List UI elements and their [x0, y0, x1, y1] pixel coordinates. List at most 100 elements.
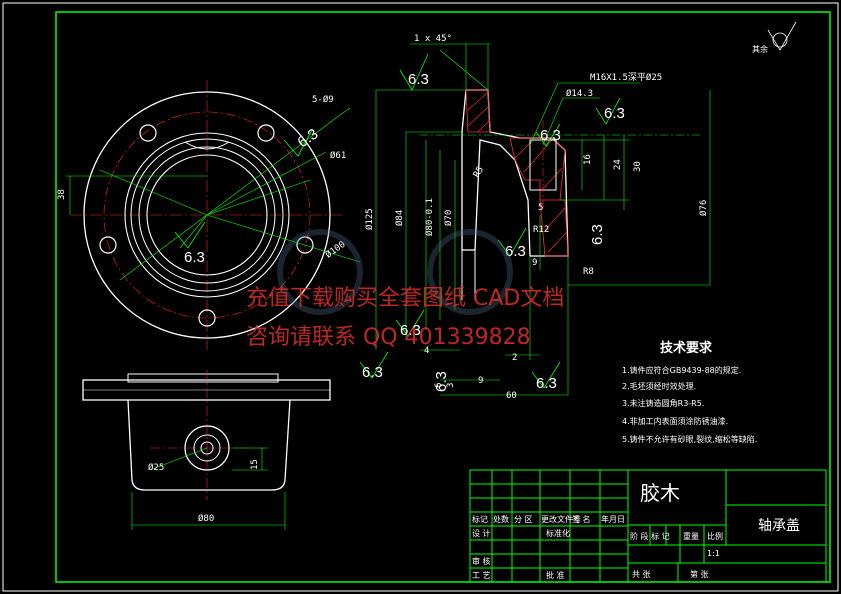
- tech-item-3: 3.未注铸造圆角R3-R5.: [622, 398, 704, 408]
- bolt-hole-3: [99, 236, 117, 254]
- top-boss-profile: [127, 373, 279, 383]
- bolt-hole-5: [198, 309, 216, 327]
- l3-dim: 3: [446, 383, 456, 388]
- tech-item-5: 5.铸件不允许有砂眼,裂纹,缩松等缺陷.: [622, 434, 757, 444]
- tb-total: 共 张: [632, 570, 651, 579]
- roughness-section-2: 6.3: [595, 97, 625, 125]
- roughness-section-8: 6.3: [395, 309, 425, 339]
- tb-review: 审 核: [472, 556, 491, 566]
- side-boss-mid: [193, 434, 221, 462]
- tb-h3: 分 区: [514, 515, 533, 524]
- roughness-top-2: 6.3: [174, 221, 206, 266]
- tb-process: 工 艺: [472, 571, 491, 580]
- holes-dim: 5-Ø9: [312, 94, 334, 105]
- flange-outer-circle: [83, 91, 331, 339]
- l60-dim: 60: [506, 391, 517, 401]
- side-boss-inner: [200, 441, 214, 455]
- l16-dim: 16: [583, 154, 593, 165]
- roughness-section-9: 6.3: [433, 371, 450, 392]
- tb-h6: 年月日: [601, 514, 625, 524]
- section-view: 1 x 45° M16X1.5深平Ø25 Ø14.3 Ø125 Ø84 Ø80-…: [359, 21, 797, 401]
- svg-text:6.3: 6.3: [184, 249, 205, 266]
- tb-h5: 签 名: [572, 514, 591, 524]
- tech-requirements: 技术要求 1.铸件应符合GB9439-88的规定. 2.毛坯须经时效处理. 3.…: [622, 340, 757, 444]
- other-roughness: 其余: [752, 21, 797, 54]
- watermark: 充值下载购买全套图纸 CAD文档 咨询请联系 QQ 401339828: [246, 229, 564, 350]
- tech-item-2: 2.毛坯须经时效处理.: [622, 381, 696, 391]
- l24-dim: 24: [613, 159, 623, 170]
- hatch-lines: [467, 91, 568, 253]
- boss-circle-3: [138, 146, 276, 284]
- svg-text:6.3: 6.3: [536, 375, 557, 392]
- tb-h4: 更改文件号: [541, 514, 581, 524]
- roughness-section-5: 6.3: [589, 224, 606, 245]
- d125-dim: Ø125: [364, 208, 375, 230]
- tb-h2: 处数: [493, 514, 509, 524]
- l15-dim: 15: [250, 459, 260, 470]
- roughness-section-3: 6.3: [535, 123, 561, 147]
- l6-dim: 6: [434, 383, 444, 388]
- d76-dim: Ø76: [698, 200, 709, 216]
- d84-dim: Ø84: [394, 210, 405, 226]
- part-name: 轴承盖: [758, 518, 800, 534]
- boss-circle-2: [130, 138, 284, 292]
- chamfer-note: 1 x 45°: [414, 34, 452, 44]
- r5-dim: R5: [472, 165, 486, 179]
- svg-text:6.3: 6.3: [362, 364, 383, 381]
- side-boss-outer: [184, 425, 230, 471]
- boss-outer-circle: [124, 132, 290, 298]
- tech-item-1: 1.铸件应符合GB9439-88的规定.: [622, 365, 741, 375]
- front-view: Ø80 Ø25 15: [82, 370, 331, 530]
- watermark-line-1: 充值下载购买全套图纸 CAD文档: [246, 286, 564, 311]
- bolt-circle: [103, 111, 311, 319]
- tb-sheet: 第 张: [690, 569, 709, 579]
- r12-dim: R12: [533, 225, 549, 235]
- l9-dim-b: 9: [478, 376, 483, 386]
- d80-dim: Ø80: [198, 513, 214, 524]
- r8-dim: R8: [583, 267, 594, 277]
- bolt-hole-1: [139, 124, 157, 142]
- l9-dim-a: 9: [532, 258, 537, 268]
- thread-note: M16X1.5深平Ø25: [590, 72, 662, 83]
- title-block: 胶木 轴承盖 标记 处数 分 区 更改文件号 签 名 年月日 设 计 标准化 审…: [469, 469, 827, 583]
- watermark-line-2: 咨询请联系 QQ 401339828: [246, 325, 531, 350]
- l2-dim: 2: [512, 353, 517, 363]
- tb-h1: 标记: [472, 514, 488, 524]
- front-dims: [131, 447, 286, 530]
- roughness-section-1: 6.3: [399, 53, 429, 91]
- tb-weight: 重量: [683, 531, 699, 541]
- top-view-leaders: [66, 107, 361, 281]
- tb-standard: 标准化: [546, 528, 570, 538]
- tb-scale: 比例: [707, 531, 723, 541]
- roughness-section-4: 6.3: [497, 227, 527, 260]
- d14-dim: Ø14.3: [566, 88, 593, 99]
- svg-text:6.3: 6.3: [604, 105, 625, 122]
- d70-dim: Ø70: [443, 210, 454, 226]
- tb-scale-val: 1:1: [707, 549, 720, 558]
- svg-text:6.3: 6.3: [540, 127, 561, 144]
- body-profile: [127, 399, 291, 491]
- tech-title: 技术要求: [660, 340, 713, 356]
- tb-approve: 批 准: [546, 570, 565, 580]
- svg-text:6.3: 6.3: [408, 71, 429, 88]
- svg-text:6.3: 6.3: [400, 322, 421, 339]
- svg-text:其余: 其余: [752, 44, 768, 54]
- material-label: 胶木: [640, 481, 680, 505]
- l5-dim: 5: [538, 203, 543, 213]
- d25-dim: Ø25: [148, 462, 164, 473]
- l4-dim: 4: [424, 346, 429, 356]
- d80tol-dim: Ø80-0.1: [424, 198, 435, 236]
- d38-dim: 38: [57, 189, 67, 200]
- bore-circle: [146, 154, 268, 276]
- bolt-hole-2: [257, 124, 275, 142]
- boss-notch: [184, 141, 230, 150]
- d61-dim: Ø61: [330, 150, 346, 161]
- roughness-section-7: 6.3: [531, 361, 561, 392]
- drawing-frame: [55, 11, 831, 583]
- l30-dim: 30: [633, 161, 643, 172]
- tech-item-4: 4.非加工内表面须涂防锈油漆.: [622, 416, 728, 426]
- tb-designer: 设 计: [472, 528, 491, 538]
